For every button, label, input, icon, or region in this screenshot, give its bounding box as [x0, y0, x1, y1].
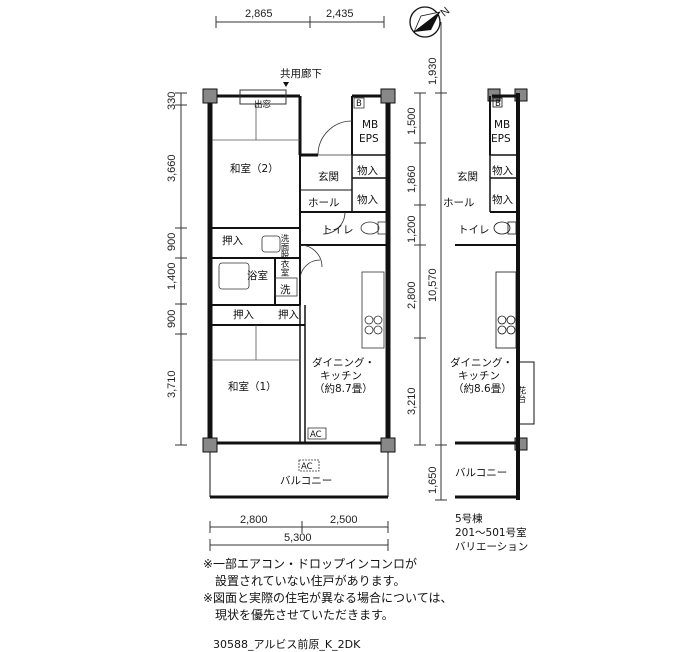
- dim-top-1: 2,865: [245, 8, 273, 20]
- closet-1-label: 押入: [222, 234, 243, 247]
- washer-label: 洗: [280, 284, 291, 296]
- storage-2-label: 物入: [357, 193, 378, 206]
- entrance-marker-icon: [283, 82, 289, 87]
- dim-left-1: 330: [166, 92, 178, 110]
- bay-window: [239, 89, 287, 105]
- eps-label: EPS: [359, 133, 379, 145]
- var-mb-label: MB: [494, 119, 510, 131]
- var-hanadai-label: 花台: [516, 385, 526, 404]
- storage-1-label: 物入: [357, 164, 378, 177]
- dim-right-2: 1,500: [406, 107, 418, 135]
- var-info-2: 201～501号室: [455, 526, 527, 539]
- corridor-label: 共用廊下: [280, 67, 322, 80]
- dim-right-6: 3,210: [406, 387, 418, 415]
- dim-right-5: 2,800: [406, 281, 418, 309]
- var-info-1: 5号棟: [455, 512, 483, 525]
- main-unit-walls: [207, 93, 391, 445]
- bath-label: 浴室: [247, 269, 268, 282]
- closet-2-label: 押入: [233, 308, 254, 321]
- variation-walls: [455, 93, 535, 500]
- washitsu-1-label: 和室（1）: [228, 380, 277, 393]
- balcony-label: バルコニー: [280, 475, 332, 487]
- var-storage-1-label: 物入: [492, 164, 513, 177]
- tatami-lines: [212, 105, 300, 361]
- var-genkan-label: 玄関: [457, 170, 478, 183]
- main-balcony: [209, 452, 389, 499]
- dim-bottom-3: 5,300: [284, 532, 312, 544]
- dim-right-7: 1,650: [427, 466, 439, 494]
- right-dimensions: [414, 22, 447, 501]
- plan-code: 30588_アルビス前原_K_2DK: [213, 638, 361, 651]
- var-hall-label: ホール: [443, 197, 475, 209]
- note-line-4: 現状を優先させていただきます。: [203, 608, 394, 622]
- dim-left-2: 3,660: [166, 154, 178, 182]
- note-line-3: ※図面と実際の住宅が異なる場合については、: [203, 591, 453, 605]
- north-compass-icon: [409, 6, 441, 38]
- var-dk-area-label: （約8.6畳）: [453, 382, 512, 395]
- var-b-label: B: [495, 99, 501, 109]
- dim-top-2: 2,435: [326, 8, 354, 20]
- b-label: B: [356, 99, 362, 109]
- dim-right-4: 1,200: [406, 215, 418, 243]
- fixtures: [218, 97, 387, 349]
- ac-units: [298, 427, 327, 472]
- dim-bottom-1: 2,800: [240, 514, 268, 526]
- dim-left-3: 900: [166, 233, 178, 251]
- dim-left-4: 1,400: [166, 262, 178, 290]
- note-line-1: ※一部エアコン・ドロップインコンロが: [203, 557, 418, 571]
- var-toilet-label: トイレ: [458, 224, 490, 236]
- ac-label-room: AC: [310, 430, 322, 440]
- genkan-label: 玄関: [318, 170, 339, 183]
- var-storage-2-label: 物入: [492, 193, 513, 206]
- ac-label-balcony: AC: [301, 462, 313, 472]
- dim-right-3: 1,860: [406, 165, 418, 193]
- var-dk-line2-label: キッチン: [458, 370, 500, 382]
- compass-label: N: [438, 5, 452, 19]
- washroom-label: 洗面脱衣室: [279, 233, 289, 276]
- dk-line2-label: キッチン: [320, 370, 362, 382]
- toilet-label: トイレ: [322, 224, 354, 236]
- washitsu-2-label: 和室（2）: [230, 162, 279, 175]
- var-eps-label: EPS: [491, 133, 511, 145]
- closet-3-label: 押入: [278, 308, 299, 321]
- hall-label: ホール: [308, 197, 340, 209]
- bottom-dimensions: [209, 521, 389, 551]
- dk-line1-label: ダイニング・: [312, 356, 375, 369]
- mb-label: MB: [362, 119, 378, 131]
- var-info-3: バリエーション: [455, 541, 528, 553]
- top-dimensions: [215, 16, 385, 28]
- var-dk-line1-label: ダイニング・: [450, 356, 513, 369]
- door-swings: [299, 120, 353, 281]
- dim-right-1: 1,930: [427, 57, 439, 85]
- bay-window-label: 出窓: [254, 99, 272, 110]
- dim-left-6: 3,710: [166, 370, 178, 398]
- note-line-2: 設置されていない住戸があります。: [203, 574, 406, 588]
- dim-bottom-2: 2,500: [330, 514, 358, 526]
- dk-area-label: （約8.7畳）: [314, 382, 373, 395]
- dim-left-5: 900: [166, 310, 178, 328]
- left-dimensions: [175, 92, 187, 446]
- var-balcony-label: バルコニー: [455, 467, 507, 479]
- dim-total: 10,570: [427, 268, 439, 302]
